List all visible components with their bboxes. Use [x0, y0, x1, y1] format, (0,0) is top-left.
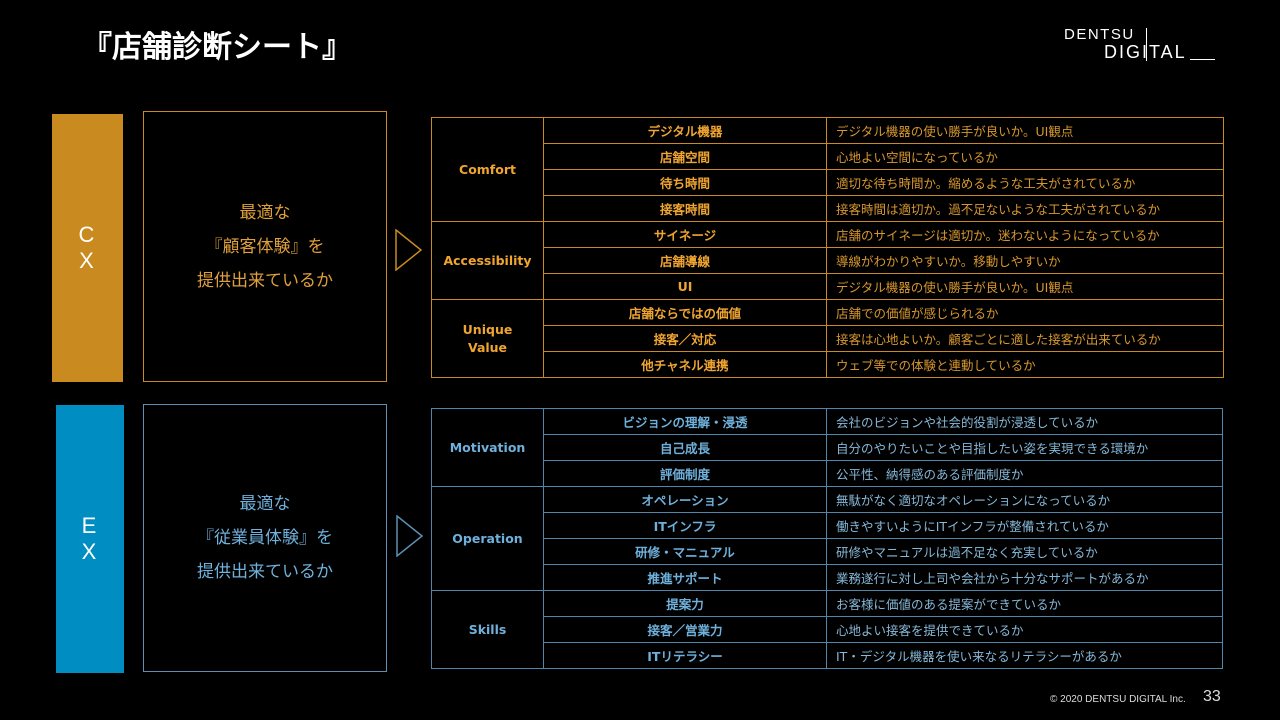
table-row: Operation オペレーション 無駄がなく適切なオペレーションになっているか [431, 486, 1223, 591]
item-cell: 接客／対応 [543, 325, 827, 352]
ex-summary-line: 『従業員体験』を [197, 528, 333, 548]
table-row: 評価制度 公平性、納得感のある評価制度か [432, 460, 1223, 487]
table-row: 待ち時間 適切な待ち時間か。縮めるような工夫がされているか [432, 169, 1224, 196]
table-row: 店舗導線 導線がわかりやすいか。移動しやすいか [432, 247, 1224, 274]
item-cell: 店舗導線 [543, 247, 827, 274]
table-row: 接客／対応 接客は心地よいか。顧客ごとに適した接客が出来ているか [432, 325, 1224, 352]
ex-checklist-table: Motivation ビジョンの理解・浸透 会社のビジョンや社会的役割が浸透して… [431, 408, 1223, 669]
table-row: Skills 提案力 お客様に価値のある提案ができているか [431, 590, 1223, 669]
triangle-right-icon [396, 515, 424, 557]
item-cell: サイネージ [543, 221, 827, 248]
ex-summary-line: 最適な [239, 494, 291, 514]
description-cell: 店舗のサイネージは適切か。迷わないようになっているか [826, 221, 1224, 248]
cx-checklist-table: Comfort デジタル機器 デジタル機器の使い勝手が良いか。UI観点 店舗空間… [431, 117, 1224, 378]
item-cell: 提案力 [543, 590, 827, 617]
description-cell: ウェブ等での体験と連動しているか [826, 351, 1224, 378]
category-cell: Comfort [431, 117, 544, 222]
logo-underline [1190, 59, 1215, 60]
table-row: 接客時間 接客時間は適切か。過不足ないような工夫がされているか [432, 195, 1224, 222]
item-cell: ITインフラ [543, 512, 827, 539]
table-row: Unique Value 店舗ならではの価値 店舗での価値が感じられるか [431, 299, 1224, 378]
item-cell: 店舗ならではの価値 [543, 299, 827, 326]
table-row: UI デジタル機器の使い勝手が良いか。UI観点 [432, 273, 1224, 300]
item-cell: 接客時間 [543, 195, 827, 222]
description-cell: デジタル機器の使い勝手が良いか。UI観点 [826, 273, 1224, 300]
triangle-right-icon [395, 229, 423, 271]
description-cell: 適切な待ち時間か。縮めるような工夫がされているか [826, 169, 1224, 196]
cx-label-x: X [79, 248, 96, 273]
table-row: ITインフラ 働きやすいようにITインフラが整備されているか [432, 512, 1223, 539]
description-cell: 業務遂行に対し上司や会社から十分なサポートがあるか [826, 564, 1223, 591]
logo-line1: DENTSU [1064, 26, 1135, 43]
item-cell: 自己成長 [543, 434, 827, 461]
description-cell: デジタル機器の使い勝手が良いか。UI観点 [826, 117, 1224, 144]
cx-label-bar: C X [52, 114, 123, 382]
table-row: Motivation ビジョンの理解・浸透 会社のビジョンや社会的役割が浸透して… [431, 408, 1223, 487]
table-row: Accessibility サイネージ 店舗のサイネージは適切か。迷わないように… [431, 221, 1224, 300]
item-cell: 評価制度 [543, 460, 827, 487]
cx-label-c: C [78, 222, 97, 247]
table-row: 店舗空間 心地よい空間になっているか [432, 143, 1224, 170]
description-cell: 導線がわかりやすいか。移動しやすいか [826, 247, 1224, 274]
item-cell: ITリテラシー [543, 642, 827, 669]
ex-summary-box: 最適な 『従業員体験』を 提供出来ているか [143, 404, 387, 672]
description-cell: 心地よい接客を提供できているか [826, 616, 1223, 643]
page-number: 33 [1203, 688, 1221, 705]
description-cell: 接客は心地よいか。顧客ごとに適した接客が出来ているか [826, 325, 1224, 352]
ex-summary-line: 提供出来ているか [197, 562, 333, 582]
category-cell: Accessibility [431, 221, 544, 300]
description-cell: お客様に価値のある提案ができているか [826, 590, 1223, 617]
category-cell: Unique Value [431, 299, 544, 378]
description-cell: 店舗での価値が感じられるか [826, 299, 1224, 326]
item-cell: オペレーション [543, 486, 827, 513]
item-cell: UI [543, 273, 827, 300]
table-row: 接客／営業力 心地よい接客を提供できているか [432, 616, 1223, 643]
item-cell: 他チャネル連携 [543, 351, 827, 378]
table-row: Comfort デジタル機器 デジタル機器の使い勝手が良いか。UI観点 [431, 117, 1224, 222]
item-cell: 待ち時間 [543, 169, 827, 196]
description-cell: 自分のやりたいことや目指したい姿を実現できる環境か [826, 434, 1223, 461]
table-row: 自己成長 自分のやりたいことや目指したい姿を実現できる環境か [432, 434, 1223, 461]
item-cell: 推進サポート [543, 564, 827, 591]
cx-summary-line: 『顧客体験』を [205, 236, 325, 257]
ex-label-bar: E X [56, 405, 124, 673]
copyright-text: © 2020 DENTSU DIGITAL Inc. [1050, 694, 1186, 705]
item-cell: 接客／営業力 [543, 616, 827, 643]
cx-summary-box: 最適な 『顧客体験』を 提供出来ているか [143, 111, 387, 382]
item-cell: ビジョンの理解・浸透 [543, 408, 827, 435]
description-cell: 働きやすいようにITインフラが整備されているか [826, 512, 1223, 539]
ex-label-e: E [81, 513, 99, 538]
item-cell: デジタル機器 [543, 117, 827, 144]
table-row: 他チャネル連携 ウェブ等での体験と連動しているか [432, 351, 1224, 378]
description-cell: 心地よい空間になっているか [826, 143, 1224, 170]
page-title: 『店舗診断シート』 [82, 30, 352, 65]
description-cell: 無駄がなく適切なオペレーションになっているか [826, 486, 1223, 513]
category-cell: Operation [431, 486, 544, 591]
category-label: Unique Value [462, 321, 513, 355]
category-cell: Motivation [431, 408, 544, 487]
ex-label-x: X [81, 539, 99, 564]
logo-divider [1146, 28, 1147, 61]
description-cell: IT・デジタル機器を使い来なるリテラシーがあるか [826, 642, 1223, 669]
description-cell: 接客時間は適切か。過不足ないような工夫がされているか [826, 195, 1224, 222]
item-cell: 店舗空間 [543, 143, 827, 170]
table-row: 推進サポート 業務遂行に対し上司や会社から十分なサポートがあるか [432, 564, 1223, 591]
description-cell: 公平性、納得感のある評価制度か [826, 460, 1223, 487]
logo-line2: DIGITAL [1104, 42, 1187, 62]
category-cell: Skills [431, 590, 544, 669]
description-cell: 会社のビジョンや社会的役割が浸透しているか [826, 408, 1223, 435]
cx-summary-line: 最適な [239, 202, 291, 223]
cx-summary-line: 提供出来ているか [197, 270, 333, 291]
dentsu-digital-logo: DENTSU DIGITAL [1062, 26, 1222, 66]
table-row: 研修・マニュアル 研修やマニュアルは過不足なく充実しているか [432, 538, 1223, 565]
table-row: ITリテラシー IT・デジタル機器を使い来なるリテラシーがあるか [432, 642, 1223, 669]
item-cell: 研修・マニュアル [543, 538, 827, 565]
description-cell: 研修やマニュアルは過不足なく充実しているか [826, 538, 1223, 565]
